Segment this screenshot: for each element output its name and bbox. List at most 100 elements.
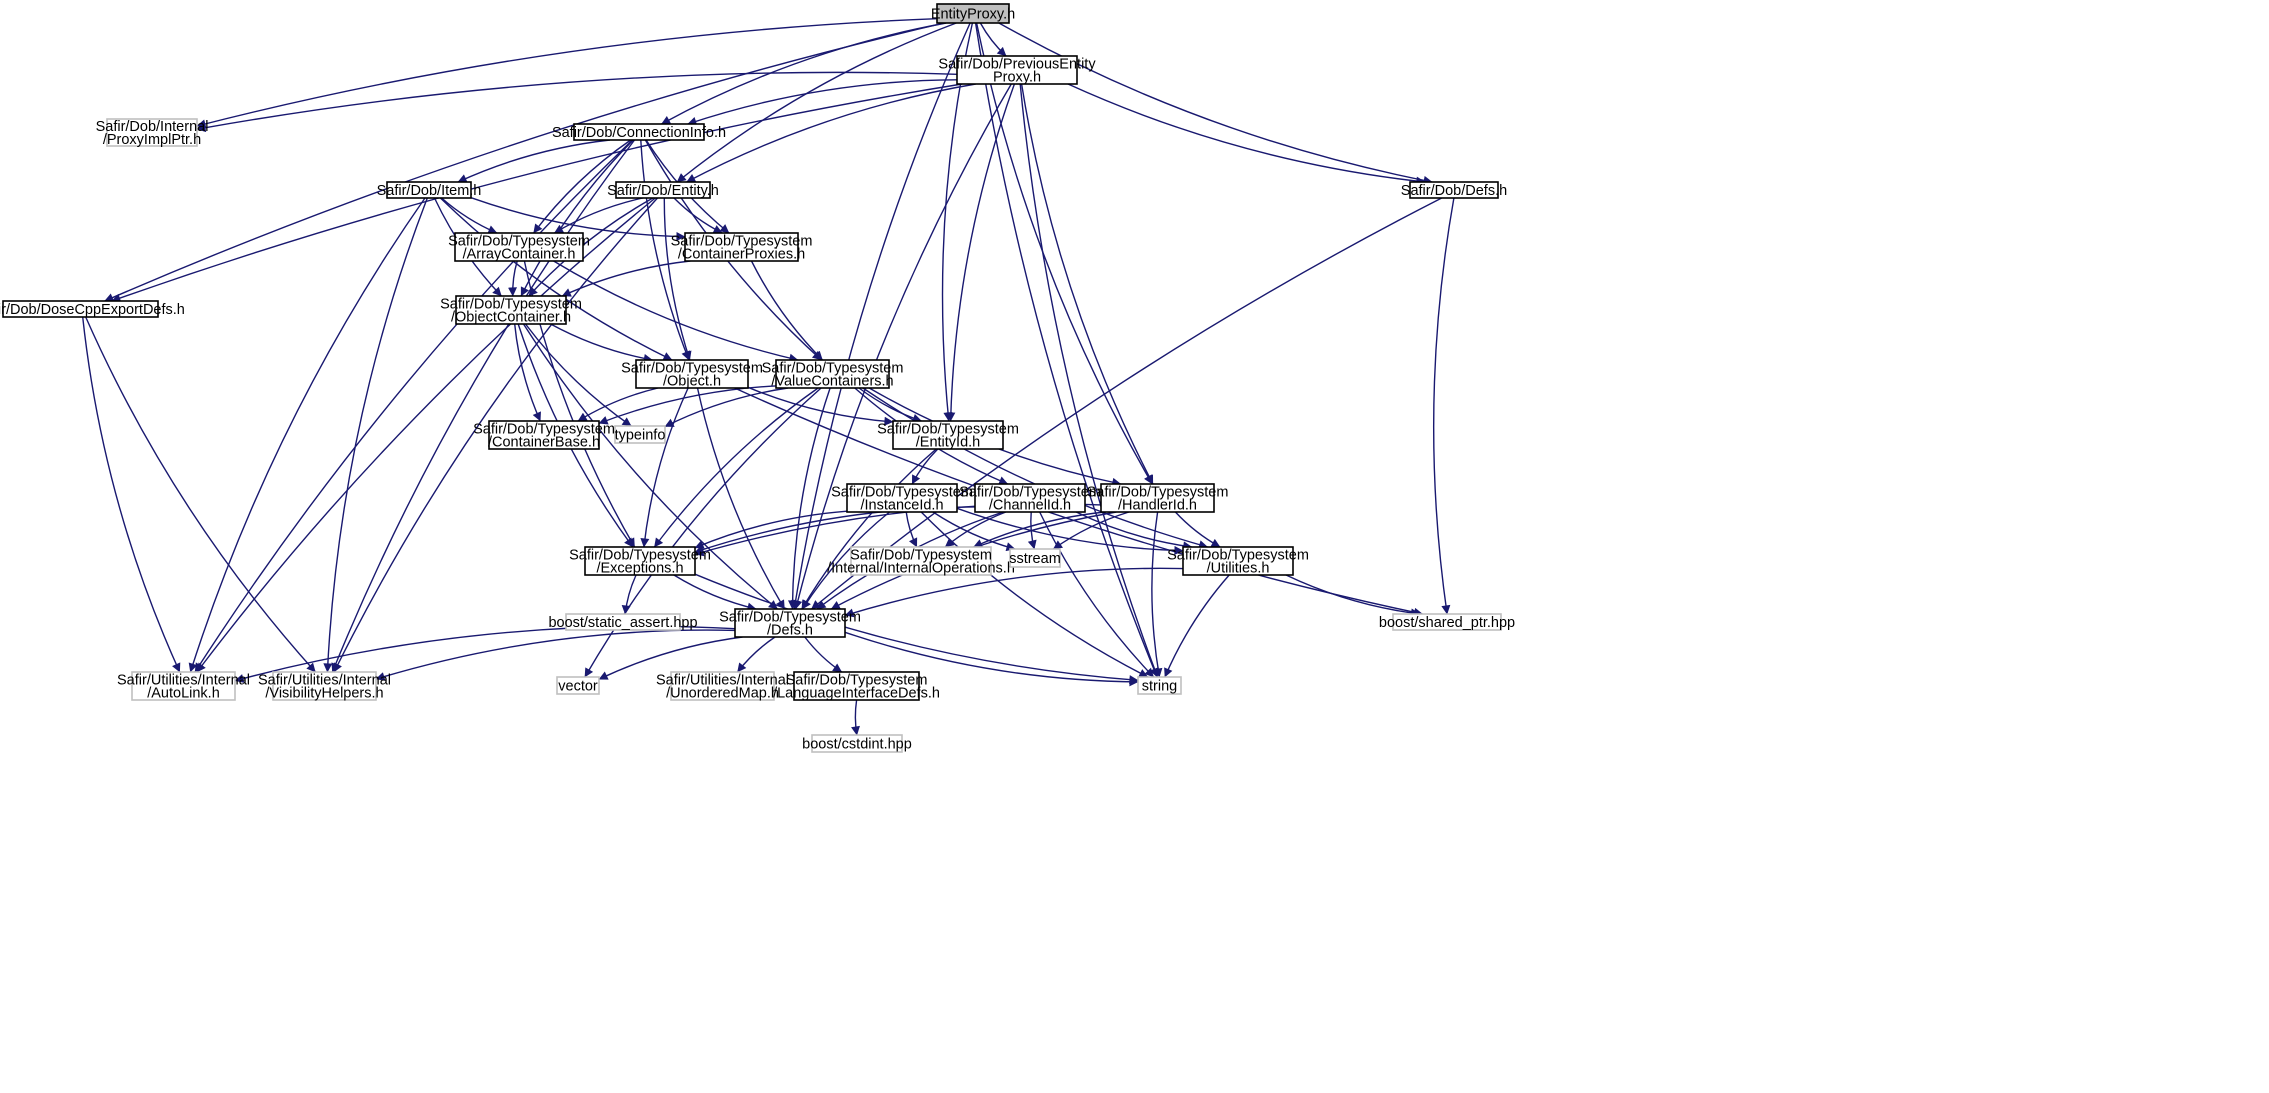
node-ProxyImplPtr: Safir/Dob/Internal/ProxyImplPtr.h [96,118,209,148]
node-box [131,671,236,701]
edge-ChannelId-to-Utilities [1075,511,1193,551]
edge-EntityProxy-to-PrevEntityProxy [979,22,1007,57]
edge-ValueContainers-to-ContainerBase [598,385,777,425]
node-label-line: /ValueContainers.h [771,374,893,390]
node-box [584,546,696,576]
node-ContainerBase[interactable]: Safir/Dob/Typesystem/ContainerBase.h [473,420,615,451]
edge-EntityProxy-to-Entity [676,22,957,183]
node-ArrayContainer[interactable]: Safir/Dob/Typesystem/ArrayContainer.h [448,232,590,263]
node-ContainerProxies[interactable]: Safir/Dob/Typesystem/ContainerProxies.h [671,232,813,263]
node-box [811,734,903,753]
node-UnorderedMap: Safir/Utilities/Internal/UnorderedMap.h [656,671,789,702]
edge-ConnectionInfo-to-AutoLink [194,139,633,673]
node-label-line: /InstanceId.h [860,498,943,514]
edge-HandlerId-to-Utilities [1174,511,1221,548]
node-box [936,3,1010,24]
node-ValueContainers[interactable]: Safir/Dob/Typesystem/ValueContainers.h [762,359,904,390]
node-ConnectionInfo[interactable]: Safir/Dob/ConnectionInfo.h [552,123,726,141]
node-label-line: Safir/Dob/Typesystem [959,485,1101,501]
node-VisibilityHelpers: Safir/Utilities/Internal/VisibilityHelpe… [258,671,391,702]
node-label-line: Safir/Dob/Defs.h [1401,183,1507,199]
edge-TSDefs-to-string [844,631,1139,687]
node-Exceptions[interactable]: Safir/Dob/Typesystem/Exceptions.h [569,546,711,577]
node-box [488,420,600,450]
node-label-line: /ContainerBase.h [488,435,600,451]
edge-ConnectionInfo-to-VisibilityHelpers [331,139,636,673]
node-label-line: EntityProxy.h [931,7,1015,23]
node-EntityProxy[interactable]: EntityProxy.h [931,3,1015,24]
edge-TSDefs-to-LanguageInterfaceDefs [804,636,843,673]
node-label-line: boost/static_assert.hpp [548,615,697,631]
node-ObjectContainer[interactable]: Safir/Dob/Typesystem/ObjectContainer.h [440,295,582,326]
edge-DoseCppExportDefs-to-AutoLink [82,316,181,673]
node-label-line: /Object.h [663,374,721,390]
edge-Item-to-ContainerProxies [470,197,686,242]
node-cstdint: boost/cstdint.hpp [802,734,912,753]
edge-Object-to-ContainerBase [577,387,659,422]
edge-ValueContainers-to-typeinfo [664,387,789,428]
edge-TSDefs-to-UnorderedMap [736,636,776,673]
node-EntityId[interactable]: Safir/Dob/Typesystem/EntityId.h [877,420,1019,451]
edge-InstanceId-to-sstream [932,511,1016,552]
node-Item[interactable]: Safir/Dob/Item.h [377,181,482,199]
node-DoseCppExportDefs[interactable]: Safir/Dob/DoseCppExportDefs.h [0,300,185,318]
dependency-edges [82,18,1455,736]
node-InstanceId[interactable]: Safir/Dob/Typesystem/InstanceId.h [831,483,973,514]
node-label-line: Proxy.h [993,70,1041,86]
node-Object[interactable]: Safir/Dob/Typesystem/Object.h [621,359,763,390]
node-label-line: /ObjectContainer.h [451,310,571,326]
node-box [793,671,920,701]
node-Entity[interactable]: Safir/Dob/Entity.h [607,181,719,199]
edge-ObjectContainer-to-Object [550,323,653,363]
node-static_assert: boost/static_assert.hpp [548,613,698,631]
node-box [850,546,992,576]
edge-ValueContainers-to-Utilities [862,387,1209,550]
node-label-line: Safir/Dob/Typesystem [473,422,615,438]
node-label-line: Safir/Dob/Typesystem [877,422,1019,438]
node-box [556,676,600,695]
node-box [1409,181,1499,199]
node-box [454,232,584,262]
node-box [670,671,775,701]
edge-Entity-to-Object [663,197,692,361]
edge-Utilities-to-TSDefs [844,567,1184,618]
node-label-line: Safir/Dob/Typesystem [569,548,711,564]
node-box [272,671,377,701]
edge-EntityProxy-to-string [974,22,1159,678]
edge-Entity-to-ContainerProxies [673,197,723,234]
node-label-line: /EntityId.h [916,435,980,451]
node-HandlerId[interactable]: Safir/Dob/Typesystem/HandlerId.h [1087,483,1229,514]
node-ChannelId[interactable]: Safir/Dob/Typesystem/ChannelId.h [959,483,1101,514]
edge-ContainerProxies-to-ValueContainers [750,260,823,361]
node-label-line: sstream [1009,551,1061,567]
node-InternalOperations: Safir/Dob/Typesystem/Internal/InternalOp… [827,546,1015,577]
node-label-line: /LanguageInterfaceDefs.h [773,686,940,702]
edge-ConnectionInfo-to-ArrayContainer [533,139,632,234]
edge-InstanceId-to-TSDefs [801,511,890,610]
node-box [956,55,1078,85]
node-string: string [1137,676,1182,695]
edge-Entity-to-ArrayContainer [554,197,643,234]
node-Defs[interactable]: Safir/Dob/Defs.h [1401,181,1507,199]
edge-PrevEntityProxy-to-EntityId [946,83,1016,422]
edge-EntityProxy-to-DoseCppExportDefs [104,22,945,302]
edge-ContainerProxies-to-ObjectContainer [561,260,691,297]
edge-LanguageInterfaceDefs-to-cstdint [851,699,860,736]
edge-ObjectContainer-to-typeinfo [524,323,632,427]
node-label-line: Safir/Dob/Typesystem [621,361,763,377]
node-TSDefs[interactable]: Safir/Dob/Typesystem/Defs.h [719,608,861,639]
node-label-line: Safir/Dob/Internal [96,119,209,135]
edge-TSDefs-to-VisibilityHelpers [375,629,736,681]
edge-Exceptions-to-static_assert [621,574,637,615]
edge-DoseCppExportDefs-to-VisibilityHelpers [85,316,316,673]
node-LanguageInterfaceDefs[interactable]: Safir/Dob/Typesystem/LanguageInterfaceDe… [773,671,940,702]
node-sstream: sstream [1009,548,1061,568]
edge-HandlerId-to-InternalOperations [973,511,1105,548]
node-Utilities[interactable]: Safir/Dob/Typesystem/Utilities.h [1167,546,1309,577]
node-AutoLink: Safir/Utilities/Internal/AutoLink.h [117,671,250,702]
node-box [1100,483,1215,513]
edge-Entity-to-ObjectContainer [528,197,654,297]
node-box [734,608,846,638]
node-label-line: string [1142,679,1177,695]
